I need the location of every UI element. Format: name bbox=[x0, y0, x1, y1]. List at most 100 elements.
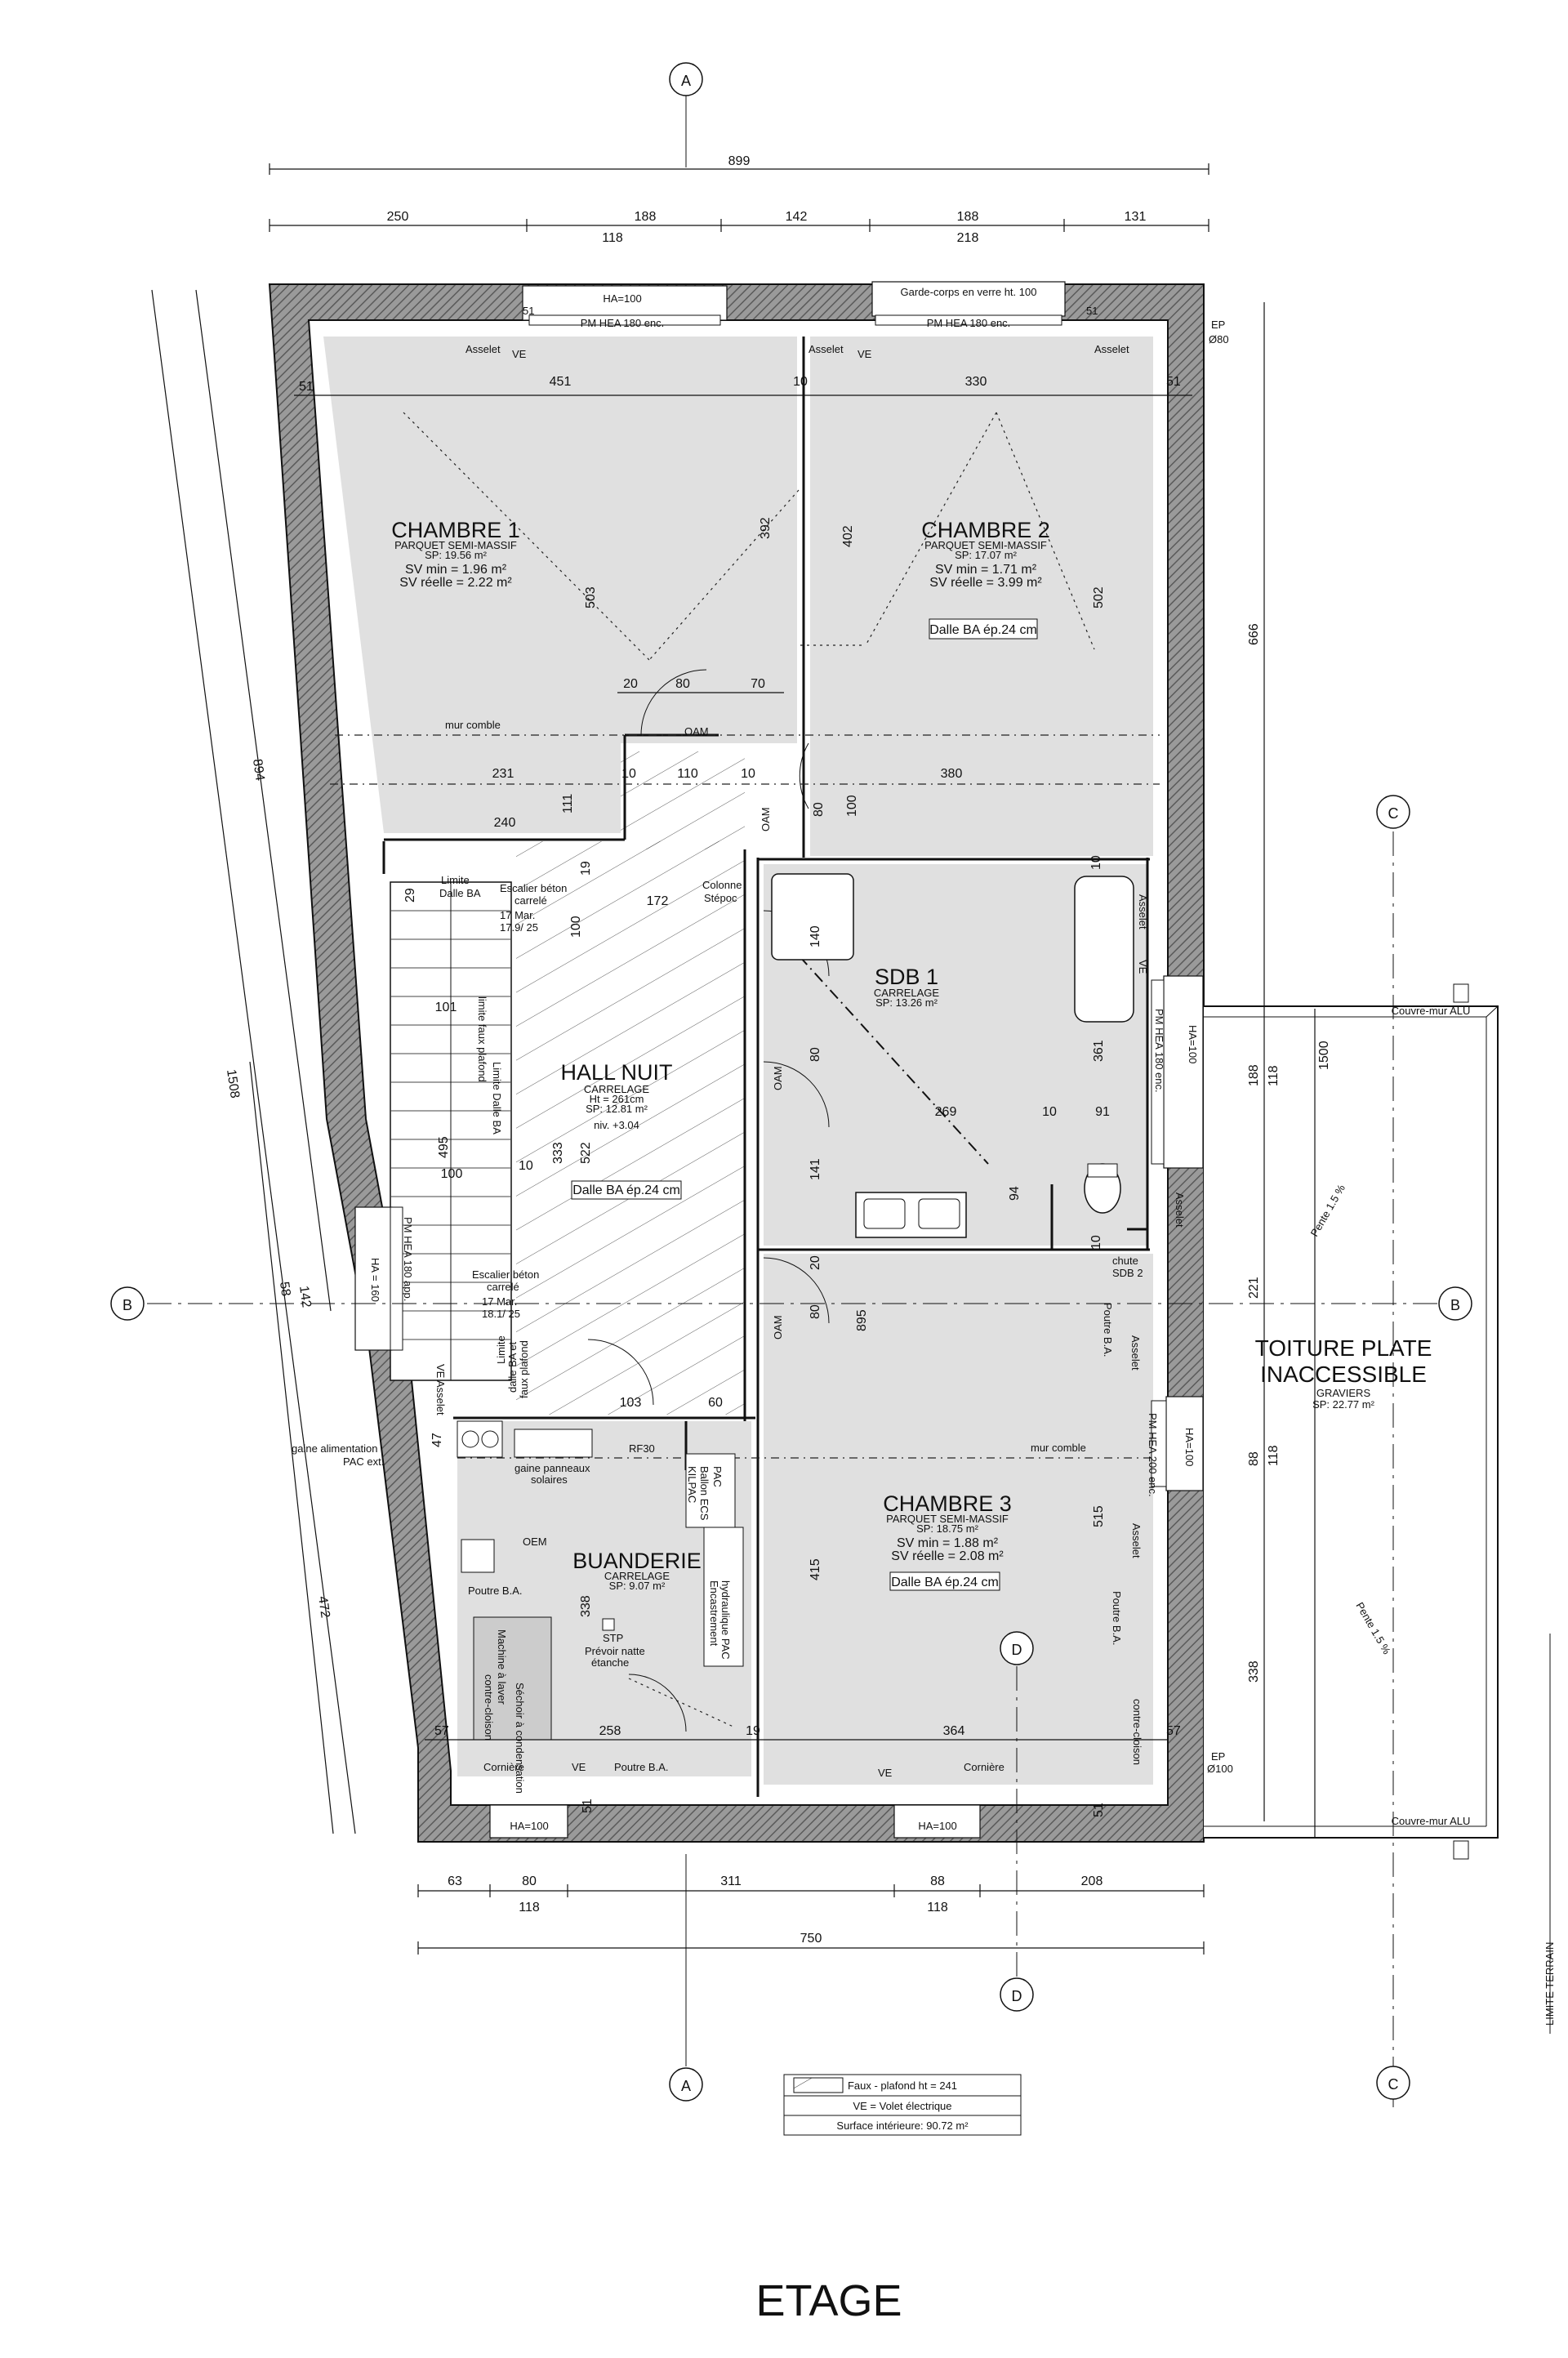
outer-walls bbox=[268, 283, 1205, 1843]
svg-text:88: 88 bbox=[1247, 1451, 1261, 1466]
svg-text:Faux - plafond ht = 241: Faux - plafond ht = 241 bbox=[848, 2079, 957, 2092]
svg-text:47: 47 bbox=[430, 1433, 444, 1447]
svg-text:SP: 12.81 m²: SP: 12.81 m² bbox=[586, 1103, 648, 1115]
svg-text:392: 392 bbox=[759, 517, 773, 539]
svg-text:SV min = 1.96 m²: SV min = 1.96 m² bbox=[405, 563, 507, 577]
svg-text:188: 188 bbox=[1247, 1064, 1261, 1086]
svg-text:PAC ext.: PAC ext. bbox=[343, 1455, 384, 1468]
svg-text:17.9/ 25: 17.9/ 25 bbox=[500, 921, 538, 934]
svg-text:522: 522 bbox=[579, 1142, 593, 1164]
right-dimensions: 666 1500 188 118 221 88 118 338 bbox=[1247, 302, 1331, 1838]
svg-text:338: 338 bbox=[579, 1595, 593, 1617]
svg-text:SV réelle = 3.99 m²: SV réelle = 3.99 m² bbox=[929, 576, 1042, 590]
svg-text:VE: VE bbox=[1137, 960, 1149, 974]
svg-text:Asselet: Asselet bbox=[1129, 1335, 1142, 1371]
svg-text:PARQUET SEMI-MASSIF: PARQUET SEMI-MASSIF bbox=[924, 539, 1047, 551]
svg-text:B: B bbox=[122, 1297, 132, 1313]
window-top-left: HA=100 PM HEA 180 enc. bbox=[522, 285, 728, 329]
svg-text:118: 118 bbox=[519, 1901, 540, 1914]
axis-a-bottom: A bbox=[669, 1854, 703, 2102]
svg-text:BUANDERIE: BUANDERIE bbox=[572, 1549, 702, 1573]
svg-text:Ø80: Ø80 bbox=[1209, 333, 1229, 345]
svg-text:503: 503 bbox=[584, 586, 598, 608]
svg-text:SP: 9.07 m²: SP: 9.07 m² bbox=[609, 1580, 666, 1592]
svg-text:OAM: OAM bbox=[772, 1066, 784, 1090]
axis-c-top: C bbox=[1376, 795, 1410, 2107]
svg-text:18.1/ 25: 18.1/ 25 bbox=[482, 1308, 520, 1320]
svg-text:SV min = 1.71 m²: SV min = 1.71 m² bbox=[935, 563, 1037, 577]
svg-text:80: 80 bbox=[808, 1047, 822, 1062]
svg-text:CHAMBRE 3: CHAMBRE 3 bbox=[883, 1491, 1012, 1516]
svg-text:142: 142 bbox=[296, 1285, 314, 1308]
svg-text:58: 58 bbox=[277, 1281, 292, 1297]
svg-text:étanche: étanche bbox=[591, 1656, 629, 1669]
svg-text:CARRELAGE: CARRELAGE bbox=[604, 1570, 670, 1582]
svg-text:solaires: solaires bbox=[531, 1473, 568, 1486]
svg-text:515: 515 bbox=[1092, 1505, 1106, 1527]
svg-text:Escalier béton: Escalier béton bbox=[500, 882, 567, 894]
svg-text:CHAMBRE 1: CHAMBRE 1 bbox=[391, 518, 520, 542]
misc-labels: mur comble mur comble OAM OAM OAM OAM OE… bbox=[292, 719, 1556, 2034]
svg-text:VE: VE bbox=[572, 1761, 586, 1773]
svg-text:Poutre B.A.: Poutre B.A. bbox=[1111, 1591, 1123, 1645]
bottom-dimensions: 63 80 311 88 208 118 118 750 bbox=[417, 1874, 1205, 1955]
svg-text:666: 666 bbox=[1247, 623, 1261, 645]
svg-text:57: 57 bbox=[1166, 1724, 1181, 1738]
svg-text:Dalle BA: Dalle BA bbox=[439, 887, 481, 899]
svg-text:Machine à laver: Machine à laver bbox=[496, 1629, 508, 1705]
svg-text:472: 472 bbox=[315, 1595, 332, 1619]
svg-text:Asselet: Asselet bbox=[1130, 1523, 1143, 1558]
svg-text:B: B bbox=[1450, 1297, 1460, 1313]
svg-text:C: C bbox=[1388, 2076, 1399, 2093]
svg-text:SP: 19.56 m²: SP: 19.56 m² bbox=[425, 549, 488, 561]
svg-text:Asselet: Asselet bbox=[466, 343, 501, 355]
laundry-fixtures bbox=[457, 1420, 744, 1741]
svg-text:895: 895 bbox=[855, 1309, 869, 1331]
svg-text:contre-cloison: contre-cloison bbox=[483, 1674, 495, 1741]
svg-text:gaine alimentation: gaine alimentation bbox=[292, 1442, 378, 1455]
svg-text:1500: 1500 bbox=[1317, 1041, 1331, 1070]
svg-text:STP: STP bbox=[603, 1632, 623, 1644]
svg-text:RF30: RF30 bbox=[629, 1442, 655, 1455]
svg-text:KILPAC: KILPAC bbox=[686, 1466, 698, 1503]
svg-text:91: 91 bbox=[1095, 1105, 1110, 1119]
svg-text:HA=100: HA=100 bbox=[510, 1820, 548, 1832]
svg-text:17 Mar.: 17 Mar. bbox=[500, 909, 535, 921]
svg-text:PARQUET SEMI-MASSIF: PARQUET SEMI-MASSIF bbox=[886, 1513, 1009, 1525]
left-dimensions: 894 1508 142 58 472 bbox=[151, 289, 356, 1834]
ceiling-lines bbox=[330, 412, 1160, 1728]
svg-text:250: 250 bbox=[387, 210, 409, 224]
svg-text:51: 51 bbox=[1092, 1803, 1106, 1817]
svg-text:PARQUET SEMI-MASSIF: PARQUET SEMI-MASSIF bbox=[394, 539, 517, 551]
svg-text:80: 80 bbox=[522, 1874, 537, 1888]
window-left bbox=[354, 1206, 403, 1351]
svg-text:Encastrement: Encastrement bbox=[708, 1580, 720, 1647]
svg-text:10: 10 bbox=[621, 767, 636, 781]
svg-text:CARRELAGE: CARRELAGE bbox=[874, 987, 940, 999]
svg-text:10: 10 bbox=[793, 375, 808, 389]
svg-text:A: A bbox=[681, 73, 691, 89]
svg-text:188: 188 bbox=[957, 210, 979, 224]
window-right-1 bbox=[1151, 975, 1204, 1169]
svg-text:SV min = 1.88 m²: SV min = 1.88 m² bbox=[897, 1536, 999, 1550]
svg-text:C: C bbox=[1388, 805, 1399, 822]
svg-text:131: 131 bbox=[1125, 210, 1147, 224]
svg-text:80: 80 bbox=[675, 677, 690, 691]
top-dimensions: 899 250 188 142 188 131 118 218 bbox=[269, 154, 1209, 245]
svg-text:INACCESSIBLE: INACCESSIBLE bbox=[1260, 1362, 1427, 1387]
svg-text:240: 240 bbox=[494, 816, 516, 830]
svg-text:Surface intérieure: 90.72 m²: Surface intérieure: 90.72 m² bbox=[836, 2120, 969, 2132]
room-chambre-3: CHAMBRE 3 PARQUET SEMI-MASSIF SP: 18.75 … bbox=[883, 1491, 1012, 1591]
svg-text:HA=100: HA=100 bbox=[1187, 1025, 1199, 1063]
svg-text:VE: VE bbox=[858, 348, 872, 360]
svg-text:361: 361 bbox=[1092, 1040, 1106, 1062]
svg-text:1508: 1508 bbox=[224, 1068, 242, 1099]
svg-text:Dalle BA ép.24 cm: Dalle BA ép.24 cm bbox=[891, 1576, 999, 1589]
room-sdb-1: SDB 1 CARRELAGE SP: 13.26 m² bbox=[874, 965, 940, 1009]
axis-b: B B bbox=[110, 1286, 1472, 1321]
svg-text:CHAMBRE 2: CHAMBRE 2 bbox=[921, 518, 1050, 542]
svg-text:carrelé: carrelé bbox=[487, 1281, 519, 1293]
interior-walls bbox=[382, 337, 1150, 1797]
svg-text:118: 118 bbox=[1267, 1065, 1281, 1086]
axis-a-top: A bbox=[669, 62, 703, 167]
